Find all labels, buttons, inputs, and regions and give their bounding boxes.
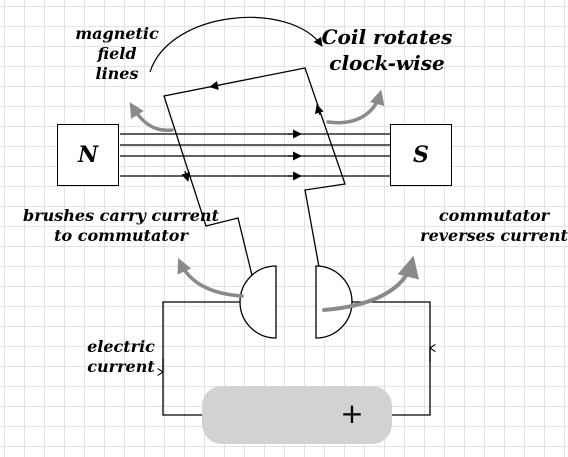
annotation-arrows <box>129 89 419 312</box>
coil-arrow-top <box>209 80 221 90</box>
north-pole-label: N <box>77 142 99 168</box>
commutator <box>239 265 353 339</box>
field-lines-pointer-arrow <box>129 102 174 133</box>
south-pole-label: S <box>413 142 429 168</box>
coil-rotates-label-line-1: Coil rotates <box>321 25 453 49</box>
coil-wire <box>163 67 346 301</box>
magnetic-field-lines-label-line-1: magnetic <box>75 24 159 43</box>
magnetic-field-lines <box>120 129 390 181</box>
electric-current-label: electric current <box>78 337 164 377</box>
magnet-south-pole: S <box>390 124 452 186</box>
coil-rotates-label-line-2: clock-wise <box>329 51 445 75</box>
commutator-right-half <box>315 265 353 339</box>
brushes-label-line-2: to commutator <box>54 226 188 245</box>
coil-rotation-pointer-arrow <box>326 89 385 125</box>
brushes-label-line-1: brushes carry current <box>23 206 219 225</box>
commutator-label-line-2: reverses current <box>420 226 568 245</box>
commutator-label-line-1: commutator <box>438 206 550 225</box>
commutator-pointer-arrow <box>322 255 419 312</box>
magnetic-field-lines-label-line-2: field <box>97 44 137 63</box>
coil <box>163 67 346 301</box>
brushes-label: brushes carry current to commutator <box>2 206 240 246</box>
magnet-north-pole: N <box>57 124 119 186</box>
commutator-label: commutator reverses current <box>420 206 568 246</box>
coil-arrow-left <box>181 170 190 182</box>
coil-arrow-right <box>315 104 324 116</box>
battery <box>202 386 392 444</box>
circuit-wire <box>157 301 436 416</box>
brushes-pointer-arrow <box>177 257 244 298</box>
coil-rotates-label: Coil rotates clock-wise <box>312 24 462 76</box>
magnetic-field-lines-label: magnetic field lines <box>62 24 172 84</box>
commutator-left-half <box>239 265 277 339</box>
electric-current-label-line-2: current <box>87 357 155 376</box>
electric-current-label-line-1: electric <box>87 337 155 356</box>
rotation-curve-arrow <box>149 16 323 73</box>
magnetic-field-lines-label-line-3: lines <box>95 64 139 83</box>
battery-positive-terminal: + <box>340 397 364 430</box>
